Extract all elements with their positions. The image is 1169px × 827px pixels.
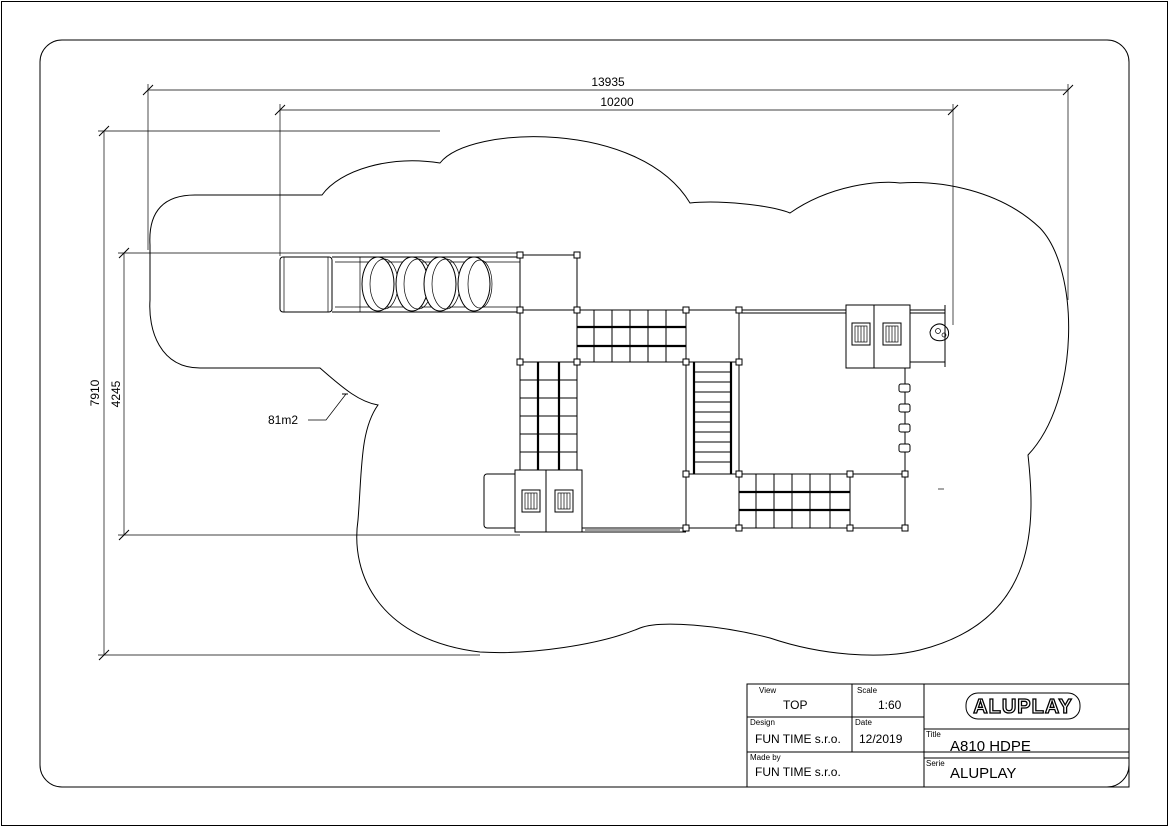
handle-icon: [929, 323, 950, 342]
dimension-text-overall-width: 13935: [591, 75, 625, 89]
date-label: Date: [855, 718, 872, 727]
title-value: A810 HDPE: [950, 738, 1031, 755]
dimension-structure-depth: 4245: [109, 247, 520, 541]
open-area-center: [576, 361, 687, 529]
climbing-panel-bottom-left: [514, 469, 583, 533]
platform-bottom-center: [685, 473, 740, 529]
ground-edge-bottom: [577, 529, 686, 533]
dimension-overall-width: 13935: [142, 75, 1074, 300]
serie-value: ALUPLAY: [950, 765, 1016, 782]
dimension-structure-width: 10200: [274, 95, 959, 325]
scale-label: Scale: [857, 686, 878, 695]
bridge-center-vertical: [685, 361, 740, 475]
logo-text: ALUPLAY: [973, 696, 1073, 718]
view-label: View: [759, 686, 776, 695]
bridge-top: [576, 309, 687, 363]
area-text: 81m2: [268, 413, 298, 427]
made-by-label: Made by: [750, 753, 781, 762]
steps-right: [898, 383, 944, 490]
inner-frame: [39, 39, 1130, 788]
platform-mid-center: [685, 309, 740, 363]
view-value: TOP: [783, 698, 807, 712]
bridge-left-vertical: [519, 361, 578, 475]
platform-bottom-right: [849, 473, 906, 529]
dimension-text-structure-depth: 4245: [109, 380, 123, 407]
title-label: Title: [926, 730, 941, 739]
top-rail: [739, 305, 946, 367]
play-structure: [279, 251, 950, 533]
platform-mid-left: [519, 309, 578, 363]
made-by-value: FUN TIME s.r.o.: [755, 765, 841, 779]
area-callout: 81m2: [268, 393, 348, 427]
climbing-panel-top-right: [845, 304, 911, 369]
date-value: 12/2019: [859, 732, 903, 746]
dimension-text-structure-width: 10200: [600, 95, 634, 109]
posts: [516, 251, 909, 532]
dimension-text-overall-depth: 7910: [88, 379, 102, 406]
bridge-bottom: [738, 473, 851, 529]
title-block: View TOP Scale 1:60 Design FUN TIME s.r.…: [746, 683, 1130, 788]
aluplay-logo: ALUPLAY: [965, 692, 1081, 720]
dimension-overall-depth: 7910: [88, 125, 480, 661]
scale-value: 1:60: [878, 698, 902, 712]
safety-zone-outline: [149, 136, 1070, 656]
design-label: Design: [750, 718, 775, 727]
tube-slide: [279, 256, 520, 313]
platform-top-left: [519, 254, 578, 311]
serie-label: Serie: [926, 759, 945, 768]
design-value: FUN TIME s.r.o.: [755, 732, 841, 746]
